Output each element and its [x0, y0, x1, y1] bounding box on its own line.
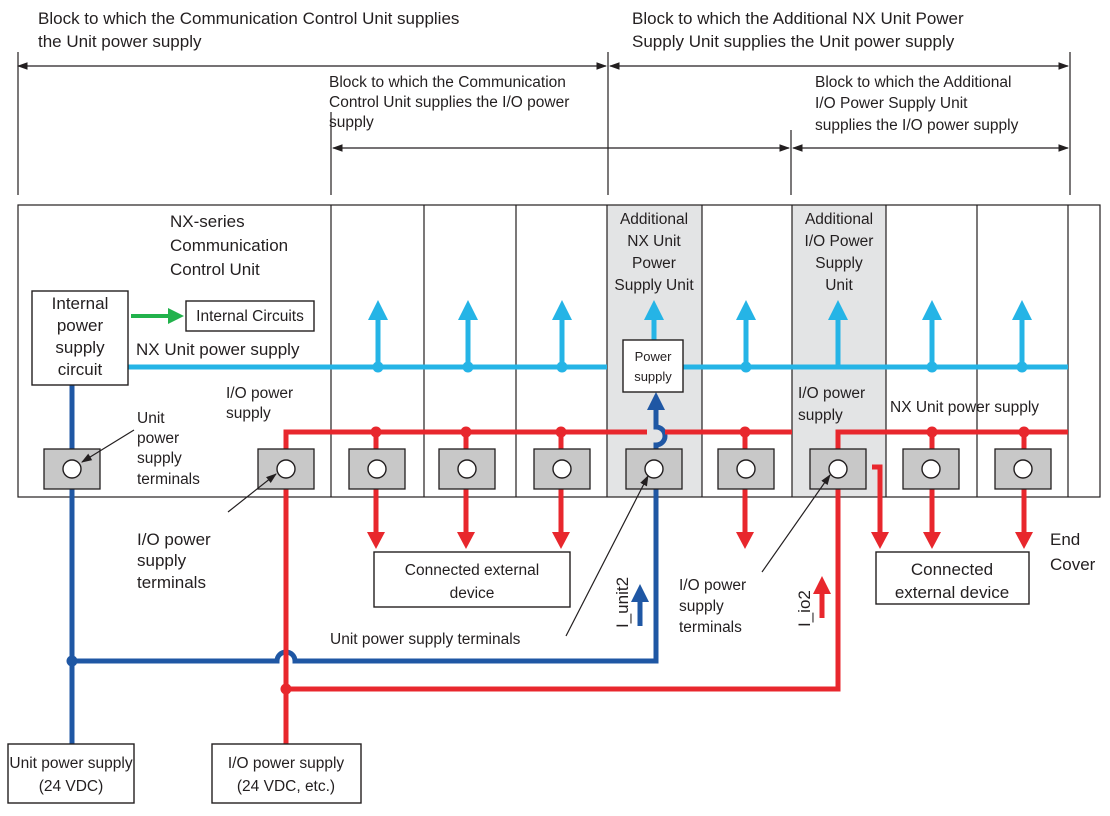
leader-lines	[81, 429, 831, 637]
cu-io-block-label-3: supply	[329, 114, 374, 131]
terminal-blocks	[43, 448, 1052, 490]
add-nx-block-label-2: Supply Unit supplies the Unit power supp…	[632, 32, 955, 51]
unit-ps-terminals-bottom-label: Unit power supply terminals	[330, 631, 521, 648]
io-ps-terminals-mid-3: terminals	[679, 619, 742, 636]
unit-ps-terminals-label-2: power	[137, 430, 179, 447]
nx-bus-arrows	[368, 300, 1032, 320]
power-supply-label-1: Power	[635, 349, 673, 364]
add-io-power-label-2: supply	[798, 407, 843, 424]
internal-arrow-head	[168, 308, 184, 324]
internal-psc-label-2: power	[57, 316, 104, 335]
connected-device-1-label-1: Connected external	[405, 562, 539, 579]
internal-psc-label-1: Internal	[52, 294, 109, 313]
internal-psc-label-3: supply	[55, 338, 105, 357]
internal-circuits-label: Internal Circuits	[196, 308, 304, 325]
blue-arrow-up	[647, 392, 665, 410]
power-supply-label-2: supply	[634, 369, 672, 384]
end-cover-label-1: End	[1050, 530, 1080, 549]
connected-external-device-2	[875, 551, 1030, 605]
add-io-label-4: Unit	[825, 277, 853, 294]
io-power-supply-label-1: I/O power	[226, 385, 293, 402]
nx-unit-power-supply-right-label: NX Unit power supply	[890, 399, 1039, 416]
unit-ps-label-2: (24 VDC)	[39, 778, 104, 795]
connected-device-2-label-1: Connected	[911, 560, 993, 579]
io-ps-terminals-left-2: supply	[137, 551, 187, 570]
add-io-block-label-1: Block to which the Additional	[815, 74, 1011, 91]
blue-junction	[66, 655, 78, 667]
internal-circuits-box	[185, 300, 315, 332]
unit-ps-terminals-label-1: Unit	[137, 410, 165, 427]
unit-dividers	[330, 205, 1069, 497]
add-io-label-1: Additional	[805, 211, 873, 228]
add-nx-label-1: Additional	[620, 211, 688, 228]
connected-device-2-label-2: external device	[895, 583, 1009, 602]
cu-unit-block-label-2: the Unit power supply	[38, 32, 202, 51]
power-supply-box	[622, 339, 684, 393]
io-ps-terminals-left-3: terminals	[137, 573, 206, 592]
connected-device-1-label-2: device	[450, 585, 495, 602]
nx-unit-power-supply-label: NX Unit power supply	[136, 340, 300, 359]
add-io-power-label-1: I/O power	[798, 385, 865, 402]
unit-ps-terminals-label-3: supply	[137, 450, 182, 467]
add-nx-label-3: Power	[632, 255, 676, 272]
add-io-label-2: I/O Power	[805, 233, 874, 250]
cu-label-3: Control Unit	[170, 260, 260, 279]
connected-external-device-1	[373, 551, 571, 608]
add-io-block-label-3: supplies the I/O power supply	[815, 117, 1019, 134]
i-unit2-label: I_unit2	[613, 577, 632, 628]
internal-power-supply-circuit	[31, 290, 129, 386]
io-ps-terminals-mid-2: supply	[679, 598, 724, 615]
internal-psc-label-4: circuit	[58, 360, 103, 379]
unit-ps-label-1: Unit power supply	[9, 755, 132, 772]
io-ps-label-2: (24 VDC, etc.)	[237, 778, 335, 795]
nx-bus-junctions	[372, 361, 1028, 373]
cu-label-1: NX-series	[170, 212, 245, 231]
io-ps-terminals-left-1: I/O power	[137, 530, 211, 549]
red-down-arrows	[367, 532, 1033, 549]
cu-label-2: Communication	[170, 236, 288, 255]
unit-ps-terminals-label-4: terminals	[137, 471, 200, 488]
add-io-label-3: Supply	[815, 255, 863, 272]
io-power-supply-box	[211, 743, 362, 804]
cu-io-block-label-1: Block to which the Communication	[329, 74, 566, 91]
unit-power-supply-box	[7, 743, 135, 804]
io-ps-terminals-mid-1: I/O power	[679, 577, 746, 594]
i-io2-arrow-head	[813, 576, 831, 594]
i-unit2-arrow-head	[631, 584, 649, 602]
cu-unit-block-label-1: Block to which the Communication Control…	[38, 9, 459, 28]
add-nx-label-2: NX Unit	[627, 233, 681, 250]
add-nx-block-label-1: Block to which the Additional NX Unit Po…	[632, 9, 964, 28]
red-junctions	[280, 426, 1030, 695]
cu-io-block-label-2: Control Unit supplies the I/O power	[329, 94, 569, 111]
add-nx-label-4: Supply Unit	[614, 277, 694, 294]
i-io2-label: I_io2	[795, 590, 814, 627]
add-io-block-label-2: I/O Power Supply Unit	[815, 95, 968, 112]
io-ps-label-1: I/O power supply	[228, 755, 345, 772]
end-cover-label-2: Cover	[1050, 555, 1096, 574]
io-power-supply-label-2: supply	[226, 405, 271, 422]
